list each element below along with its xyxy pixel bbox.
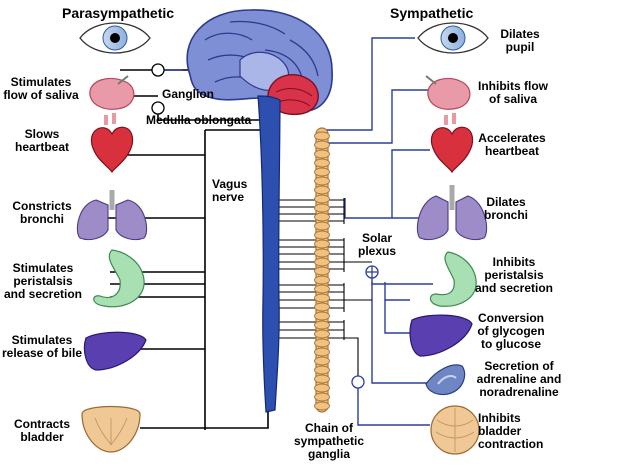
stomach-icon — [93, 249, 145, 308]
para-effect-bile: Stimulates release of bile — [1, 333, 83, 360]
lungs-icon — [76, 190, 148, 241]
sympathetic-chain — [314, 127, 330, 413]
chain-ganglion — [314, 329, 330, 339]
symp-effect-heart: Accelerates heartbeat — [478, 131, 546, 158]
chain-ganglion — [314, 347, 330, 357]
ganglion-label: Ganglion — [162, 87, 214, 101]
solar-plexus-label: Solar plexus — [357, 231, 396, 258]
chain-ganglion — [314, 149, 330, 159]
eye-icon — [417, 22, 489, 54]
chain-ganglion — [314, 221, 330, 231]
chain-ganglion — [314, 266, 330, 276]
lungs-icon — [416, 185, 488, 241]
chain-ganglion — [314, 356, 330, 366]
chain-ganglion — [314, 185, 330, 195]
chain-ganglion — [314, 212, 330, 222]
symp-effect-adrenaline: Secretion of adrenaline and noradrenalin… — [476, 359, 562, 399]
heart-icon — [430, 113, 474, 174]
chain-ganglion — [314, 248, 330, 258]
heart-icon — [90, 113, 134, 174]
symp-effect-bronchi: Dilates bronchi — [484, 195, 528, 222]
chain-ganglion — [314, 284, 330, 294]
para-effect-saliva: Stimulates flow of saliva — [3, 75, 79, 102]
chain-ganglion — [314, 320, 330, 330]
spinal-cord — [257, 95, 281, 413]
chain-ganglion — [314, 131, 330, 141]
sympathetic-chain-label: Chain of sympathetic ganglia — [293, 421, 365, 461]
chain-ganglion — [314, 194, 330, 204]
bladder-icon — [430, 405, 480, 455]
stomach-icon — [429, 251, 477, 307]
sympathetic-nerves — [158, 37, 433, 426]
chain-ganglion — [314, 365, 330, 375]
symp-effect-glycogen: Conversion of glycogen to glucose — [477, 311, 545, 351]
chain-ganglion — [314, 230, 330, 240]
adrenal-gland-icon — [425, 364, 466, 396]
para-effect-bladder: Contracts bladder — [13, 417, 70, 444]
chain-ganglion — [314, 401, 330, 411]
chain-ganglion — [314, 167, 330, 177]
chain-ganglion — [314, 203, 330, 213]
chain-ganglion — [314, 239, 330, 249]
bladder-icon — [81, 405, 141, 453]
salivary-gland-icon — [425, 75, 471, 110]
para-effect-peristalsis: Stimulates peristalsis and secretion — [3, 261, 83, 301]
cord-to-chain-connectors — [272, 198, 372, 380]
medulla-oblongata-label: Medulla oblongata — [146, 113, 252, 127]
chain-ganglion — [314, 158, 330, 168]
chain-ganglion — [314, 374, 330, 384]
para-effect-heart: Slows heartbeat — [14, 127, 70, 154]
chain-ganglion — [314, 257, 330, 267]
symp-effect-bladder: Inhibits bladder contraction — [478, 411, 544, 451]
symp-effect-saliva: Inhibits flow of saliva — [478, 79, 548, 106]
para-effect-bronchi: Constricts bronchi — [12, 199, 72, 226]
chain-ganglion — [314, 311, 330, 321]
chain-ganglion — [314, 338, 330, 348]
symp-effect-pupil: Dilates pupil — [500, 27, 540, 54]
chain-ganglion — [314, 392, 330, 402]
chain-ganglion — [314, 275, 330, 285]
sympathetic-header: Sympathetic — [390, 5, 474, 21]
symp-effect-peristalsis: Inhibits peristalsis and secretion — [474, 255, 554, 295]
chain-ganglion — [314, 140, 330, 150]
liver-icon — [409, 314, 473, 357]
chain-ganglion — [314, 176, 330, 186]
eye-icon — [79, 22, 151, 54]
chain-ganglion — [314, 302, 330, 312]
chain-ganglion — [314, 383, 330, 393]
ganglia — [151, 63, 379, 389]
chain-ganglion — [314, 293, 330, 303]
parasympathetic-header: Parasympathetic — [62, 5, 175, 21]
vagus-nerve-label: Vagus nerve — [212, 177, 248, 204]
salivary-gland-icon — [89, 75, 135, 110]
liver-icon — [83, 331, 147, 371]
